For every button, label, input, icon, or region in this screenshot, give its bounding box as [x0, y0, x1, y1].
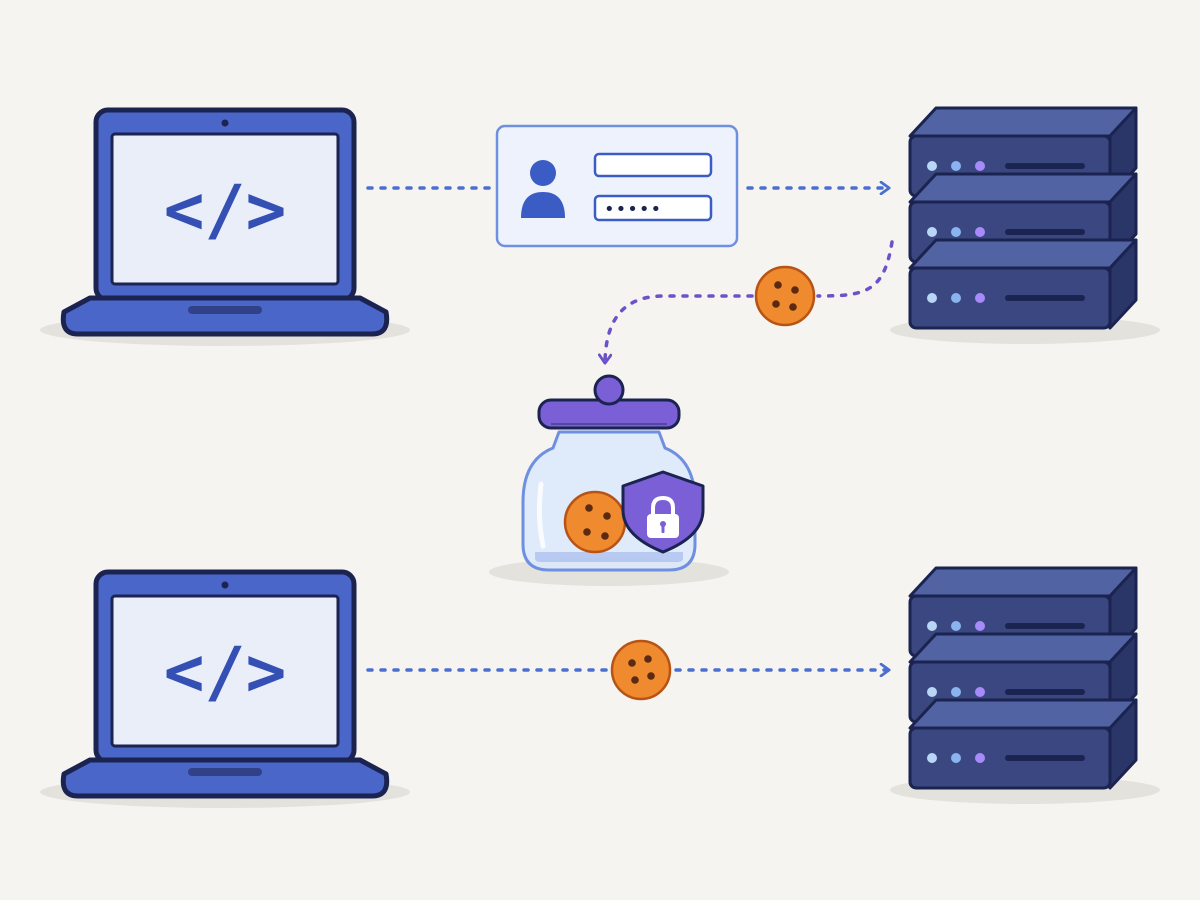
- server-unit: [908, 238, 1138, 330]
- laptop-camera: [221, 581, 229, 589]
- password-mask: •••••: [604, 199, 662, 220]
- laptop-screen: [110, 594, 340, 748]
- response-connector-server-to-cookie: [816, 240, 894, 298]
- laptop-trackpad: [188, 306, 262, 314]
- laptop-base: [60, 295, 390, 337]
- code-icon: </>: [164, 171, 287, 250]
- laptop-base: [60, 757, 390, 799]
- login-credentials-card: •••••: [495, 124, 739, 248]
- card-frame: [495, 124, 739, 248]
- lock-shield-icon: [621, 470, 705, 554]
- username-field: [593, 152, 713, 178]
- server-stack-bottom: [890, 566, 1160, 804]
- client-laptop-top: </>: [40, 107, 410, 346]
- server-stack-top: [890, 106, 1160, 344]
- response-connector-cookie-to-jar: [605, 294, 754, 362]
- server-unit: [908, 698, 1138, 790]
- jar-highlight: [536, 481, 546, 549]
- jar-knob: [593, 374, 625, 406]
- user-icon: [521, 160, 565, 218]
- jar-floor: [535, 552, 683, 562]
- client-laptop-bottom: </>: [40, 569, 410, 808]
- cookie-icon: [610, 639, 672, 701]
- laptop-trackpad: [188, 768, 262, 776]
- cookie-icon: [563, 490, 627, 554]
- cookie-jar: [489, 374, 729, 586]
- laptop-screen: [110, 132, 340, 286]
- password-field: [593, 194, 713, 222]
- laptop-camera: [221, 119, 229, 127]
- code-icon: </>: [164, 633, 287, 712]
- cookie-icon: [754, 265, 816, 327]
